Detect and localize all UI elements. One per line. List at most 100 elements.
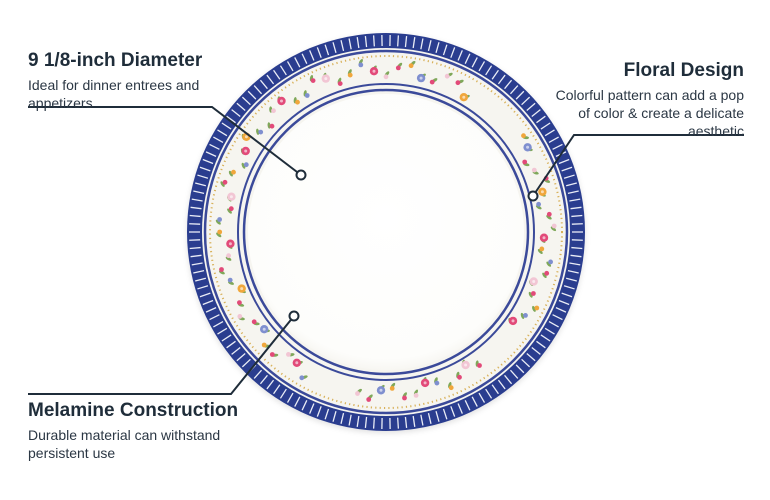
rim-stripe: [548, 136, 559, 143]
rim-stripe: [563, 174, 575, 179]
small-flower: [243, 162, 249, 168]
rim-stripe: [570, 254, 582, 258]
rim-stripe: [450, 406, 456, 417]
flower-highlight: [532, 280, 536, 283]
rim-stripe: [294, 57, 301, 68]
rim-stripe: [253, 369, 263, 379]
rim-stripe: [478, 61, 486, 72]
melamine-leader-line: [28, 315, 295, 395]
melamine-marker: [288, 310, 300, 322]
small-flower: [477, 363, 482, 368]
small-flower: [219, 267, 224, 272]
small-flower: [237, 314, 243, 319]
rim-stripe: [531, 347, 541, 355]
melamine-title: Melamine Construction: [28, 400, 239, 421]
small-flower: [402, 395, 407, 401]
leaf: [532, 305, 536, 312]
rim-stripe: [521, 96, 531, 106]
small-flower: [383, 74, 389, 80]
rim-stripe: [205, 151, 217, 157]
flower-highlight: [540, 190, 544, 194]
rim-stripe: [540, 334, 551, 342]
small-flower: [531, 291, 536, 296]
rim-stripe: [442, 44, 448, 56]
leaf: [220, 181, 225, 187]
rim-stripe: [457, 50, 463, 61]
small-flower: [413, 393, 419, 398]
floral-garlands: [215, 59, 557, 402]
rim-stripe: [316, 406, 322, 417]
floral-description: Colorful pattern can add a pop of color …: [555, 87, 744, 139]
small-flower: [337, 81, 343, 86]
rim-stripe: [241, 96, 251, 106]
small-flower: [286, 352, 291, 357]
flower-highlight: [262, 327, 266, 331]
small-flower: [222, 179, 228, 185]
rim-stripe: [340, 40, 345, 52]
rim-stripe: [213, 136, 224, 143]
small-flower: [226, 253, 232, 259]
rim-stripe: [552, 143, 563, 150]
callout-melamine: Melamine Construction Durable material c…: [28, 399, 263, 462]
rim-stripe: [189, 214, 201, 218]
small-flower: [217, 217, 223, 222]
small-flower: [227, 277, 233, 283]
rim-stripe: [536, 115, 546, 124]
leaf: [546, 215, 552, 220]
small-flower: [269, 352, 275, 357]
rim-stripe: [420, 414, 424, 426]
small-flower: [347, 72, 353, 78]
small-flower: [295, 99, 300, 105]
rim-stripe: [195, 277, 207, 282]
callout-leaders: [28, 106, 744, 395]
rim-stripe: [372, 35, 375, 47]
rim-stripe: [427, 412, 432, 424]
rim-stripe: [471, 57, 478, 68]
rim-stripe: [205, 307, 217, 313]
small-flower: [536, 201, 541, 207]
small-flower: [355, 391, 360, 396]
flower-highlight: [244, 149, 248, 153]
rim-stripe: [397, 35, 400, 47]
rim-stripe: [544, 129, 555, 137]
rim-stripe: [348, 38, 352, 50]
rim-stripe: [189, 246, 201, 250]
small-flower: [261, 342, 267, 348]
rim-stripe: [569, 198, 581, 202]
diameter-leader-line: [28, 106, 302, 176]
rim-stripe: [504, 79, 513, 90]
small-flower: [389, 386, 395, 391]
rim-stripe: [397, 417, 400, 429]
flower-highlight: [464, 363, 468, 367]
flower-highlight: [280, 99, 283, 103]
rim-stripe: [209, 143, 220, 150]
small-flower: [358, 62, 364, 68]
rim-stripe: [526, 102, 536, 111]
rim-stripe: [279, 65, 287, 76]
rim-stripe: [286, 61, 294, 72]
small-flower: [366, 397, 372, 402]
leaf: [528, 291, 533, 298]
rim-stripe: [340, 412, 345, 424]
flower-highlight: [228, 242, 232, 246]
rim-stripe: [515, 90, 525, 100]
rim-stripe: [190, 254, 202, 258]
rim-stripe: [561, 166, 573, 172]
small-flower: [217, 229, 223, 235]
rim-stripe: [199, 166, 211, 172]
rim-stripe: [213, 321, 224, 328]
rim-stripe: [567, 190, 579, 194]
small-flower: [429, 79, 435, 85]
plate-well: [248, 94, 524, 370]
rim-stripe: [309, 50, 315, 61]
small-flower: [448, 385, 454, 391]
flower-highlight: [240, 287, 244, 291]
small-flower: [310, 78, 316, 83]
small-flower: [304, 93, 310, 98]
small-flower: [271, 108, 276, 114]
rim-stripe: [195, 182, 207, 187]
rim-stripe: [435, 410, 440, 422]
small-flower: [521, 133, 526, 139]
leaf: [256, 128, 260, 135]
diameter-marker: [295, 169, 307, 181]
